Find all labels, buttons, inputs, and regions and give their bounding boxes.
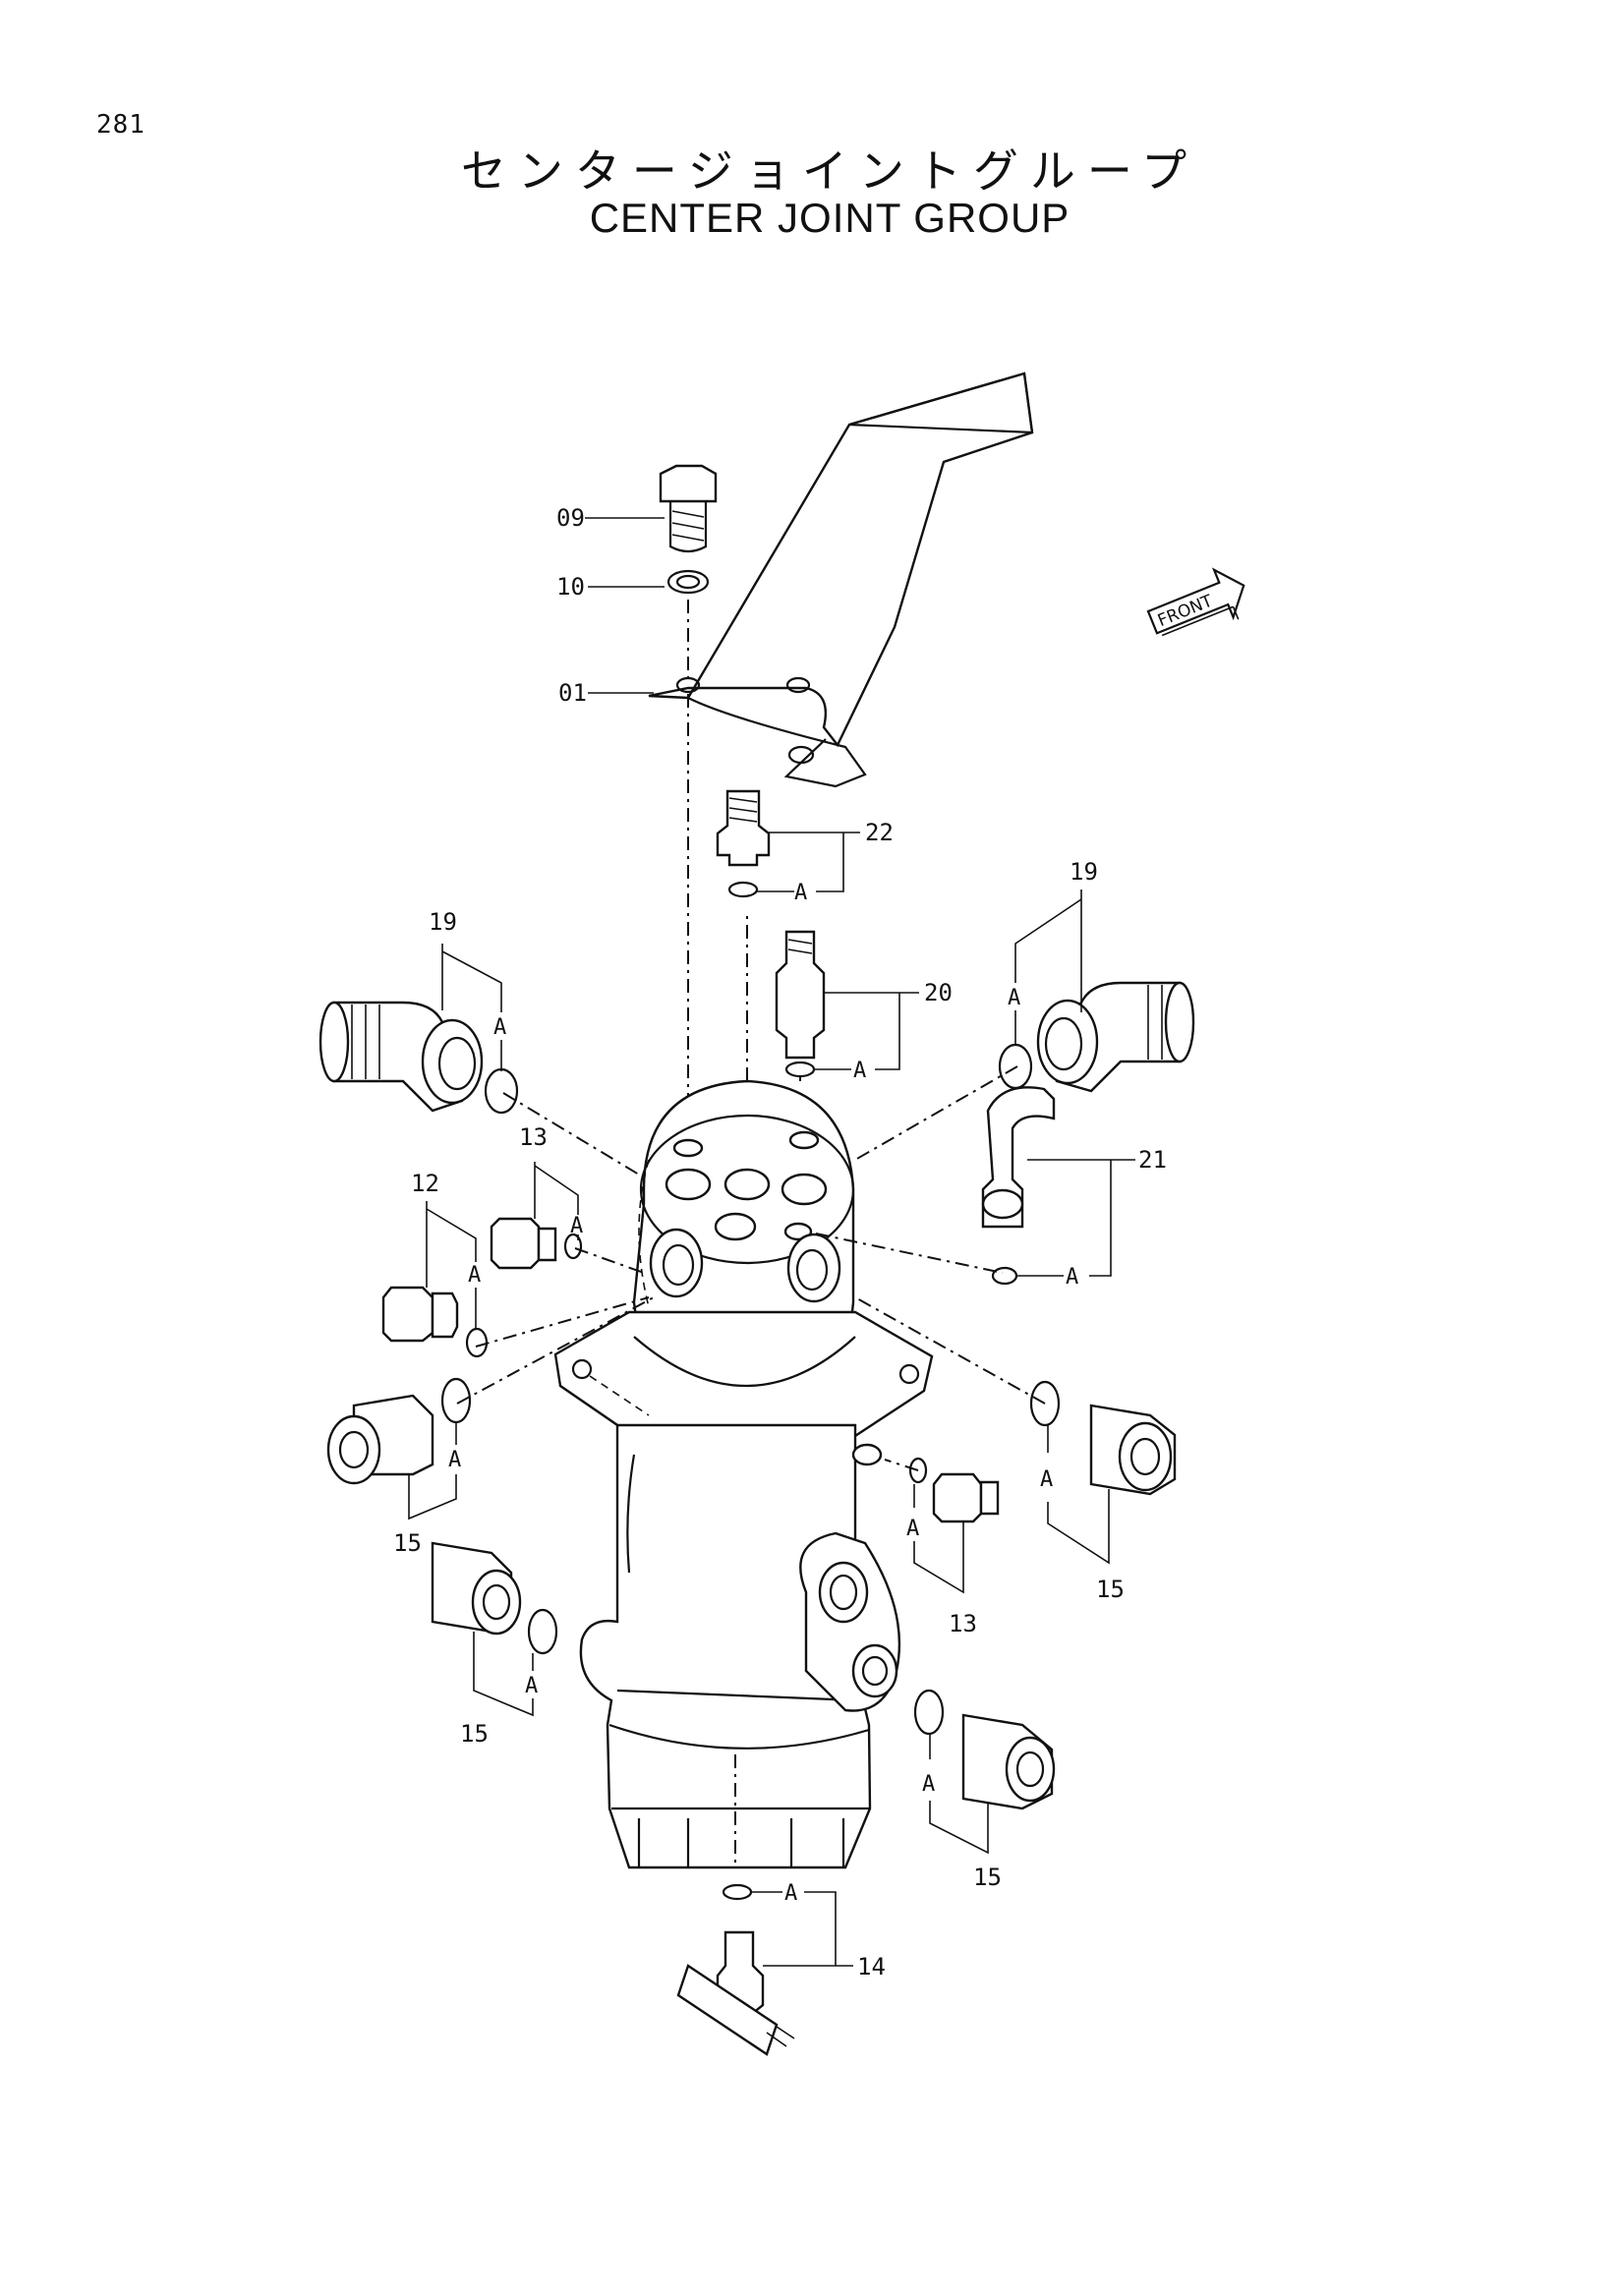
seal-label: A [468,1263,481,1288]
connector-left-lower [431,1541,558,1655]
plug-fitting-lower [908,1457,1000,1523]
elbow-fitting-left [318,1001,519,1115]
callout-14: A 14 [751,1881,886,1980]
callout-label: 19 [429,908,457,936]
adapter-fitting [775,930,826,1078]
elbow-fitting-small [981,1086,1056,1286]
callout-13-lower: A 13 [906,1484,977,1637]
center-joint-body [553,1079,934,1869]
callout-label: 09 [556,504,585,532]
plug-fitting-upper [490,1217,583,1270]
page-number: 281 [96,110,145,140]
callout-01: 01 [558,679,654,707]
callout-13-upper: A 13 [519,1123,583,1240]
callout-label: 14 [857,1953,886,1980]
callout-15-left-upper: A 15 [393,1422,461,1557]
callout-label: 12 [411,1170,439,1197]
seal-label: A [922,1772,935,1797]
seal-label: A [448,1448,461,1472]
callout-label: 10 [556,573,585,601]
callout-19-left: A 19 [429,908,506,1071]
callout-label: 13 [519,1123,548,1151]
seal-label: A [784,1881,797,1906]
seal-label: A [853,1059,866,1083]
connector-left-upper [326,1377,472,1485]
seal-label: A [794,881,807,905]
callout-12: A 12 [411,1170,481,1329]
bolt [659,464,718,553]
callout-label: 01 [558,679,587,707]
callout-label: 15 [460,1720,489,1748]
callout-label: 21 [1138,1146,1167,1174]
callout-label: 19 [1070,858,1098,886]
page-title-japanese: センタージョイントグループ [460,144,1199,198]
front-direction-arrow: FRONT [1146,567,1245,637]
seal-label: A [525,1674,538,1698]
callout-19-right: A 19 [1008,858,1098,1046]
tee-fitting [676,1883,795,2056]
callout-15-right-lower: A 15 [922,1734,1002,1891]
seal-label: A [570,1214,583,1238]
callout-10: 10 [556,573,665,601]
callout-label: 15 [1096,1576,1125,1603]
nipple-fitting [381,1286,489,1358]
page-title: CENTER JOINT GROUP [589,195,1070,241]
callout-21: A 21 [1016,1146,1167,1290]
connector-right-lower [913,1689,1056,1810]
bracket-plate [648,372,1034,788]
callout-22: A 22 [757,819,894,905]
seal-label: A [906,1517,919,1541]
callout-20: A 20 [814,979,953,1083]
callout-label: 20 [924,979,953,1006]
callout-label: 15 [973,1864,1002,1891]
seal-label: A [1040,1467,1053,1492]
callout-label: 15 [393,1529,422,1557]
callout-15-left-lower: A 15 [460,1632,538,1748]
callout-label: 22 [865,819,894,846]
connector-right-upper [1029,1380,1177,1496]
lock-washer [666,569,710,595]
seal-label: A [493,1015,506,1040]
straight-fitting [716,789,771,898]
elbow-fitting-right [998,981,1195,1093]
seal-label: A [1066,1265,1078,1290]
callout-label: 13 [949,1610,977,1637]
callout-09: 09 [556,504,665,532]
seal-label: A [1008,986,1020,1010]
callout-15-right-upper: A 15 [1040,1425,1125,1603]
